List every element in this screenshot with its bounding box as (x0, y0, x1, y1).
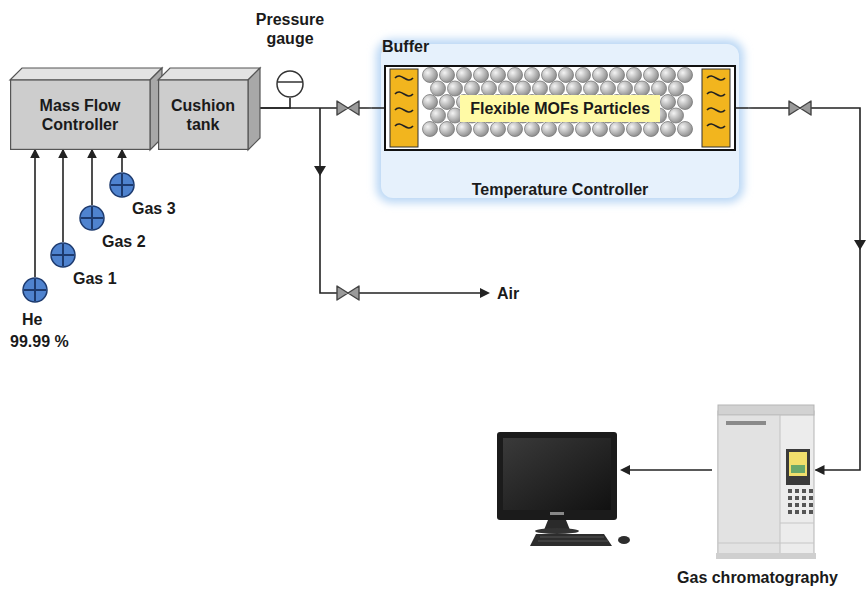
node-text: Pressure gauge (250, 10, 330, 48)
gas-cylinder: Gas 3 (109, 172, 184, 222)
temperature-controller: Temperature Controller Flexible MOFs Part… (372, 35, 748, 207)
pressure-gauge: Pressure gauge (250, 10, 330, 98)
node-text: Flexible MOFs Particles (470, 99, 650, 118)
node-text: Gas chromatography (665, 568, 850, 587)
signal-line (628, 469, 712, 471)
node-text: 99.99 % (10, 332, 69, 351)
mass-flow-controller: Mass Flow Controller (10, 68, 162, 150)
gas-source-symbol (50, 242, 76, 268)
chromatograph-illustration (716, 403, 816, 560)
gas-cylinder: He 99.99 % (8, 277, 86, 357)
gas-source-symbol (22, 277, 48, 303)
valve-symbol (337, 101, 359, 115)
node-text: Gas 3 (132, 199, 176, 218)
pipe-connector (34, 149, 36, 277)
part-label: Buffer (382, 37, 429, 56)
valve-symbol (337, 286, 359, 300)
cushion-tank: Cushion tank (158, 68, 260, 150)
pipe-connector (91, 149, 93, 205)
flow-arrow (314, 166, 326, 176)
node-text: Temperature Controller (372, 180, 748, 199)
node-text: Cushion tank (158, 96, 248, 134)
mof-label-box: Flexible MOFs Particles (460, 95, 660, 122)
gas-chromatograph: Gas chromatography (665, 398, 850, 590)
valve-symbol (789, 101, 811, 115)
node-text: Gas 1 (73, 269, 117, 288)
node-text: Mass Flow Controller (10, 96, 150, 134)
flow-arrow (620, 465, 630, 475)
node-text: He (22, 310, 42, 329)
gas-cylinder: Gas 1 (50, 242, 125, 292)
flow-arrow (854, 240, 866, 250)
pipe-connector (62, 149, 64, 242)
gas-cylinder: Gas 2 (79, 205, 154, 255)
gauge-symbol (276, 70, 304, 98)
computer-illustration (497, 432, 630, 546)
node-text: Gas 2 (102, 232, 146, 251)
gas-source-symbol (109, 172, 135, 198)
flow-arrow (480, 288, 490, 298)
pipe-connector (121, 149, 123, 172)
part-label: Air (497, 284, 519, 303)
gas-source-symbol (79, 205, 105, 231)
